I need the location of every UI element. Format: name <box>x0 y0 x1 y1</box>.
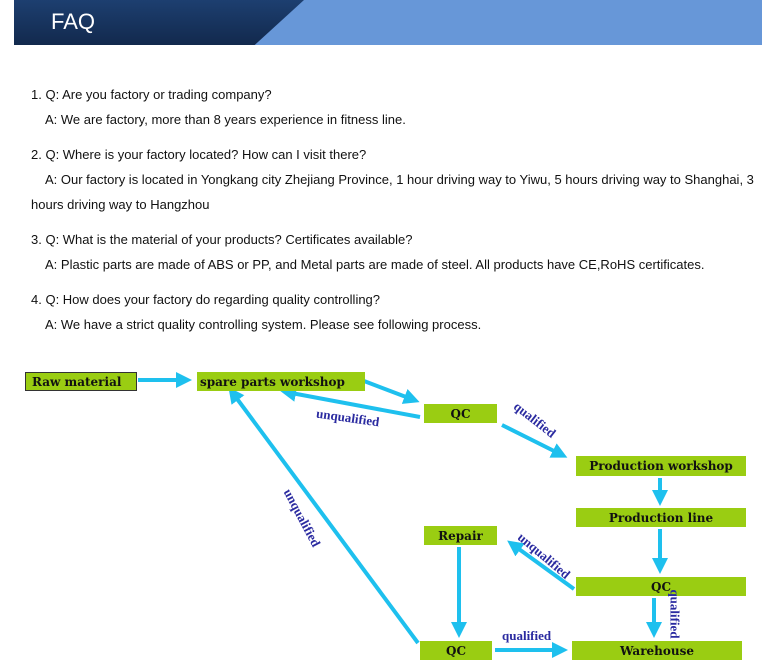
answer: A: Our factory is located in Yongkang ci… <box>31 172 754 212</box>
box-production-workshop: Production workshop <box>576 456 746 476</box>
question: 2. Q: Where is your factory located? How… <box>31 147 367 162</box>
question: 1. Q: Are you factory or trading company… <box>31 87 272 102</box>
arrow <box>507 540 576 591</box>
box-qc-3: QC <box>420 641 492 660</box>
faq-list: 1. Q: Are you factory or trading company… <box>31 82 761 347</box>
arrow <box>280 385 421 419</box>
box-qc-1: QC <box>424 404 497 423</box>
answer: A: Plastic parts are made of ABS or PP, … <box>45 257 705 272</box>
banner-dark-panel <box>14 0 304 45</box>
arrow <box>228 387 420 645</box>
box-raw-material: Raw material <box>25 372 137 391</box>
faq-banner: FAQ <box>14 0 762 45</box>
box-qc-2: QC <box>576 577 746 596</box>
box-production-line: Production line <box>576 508 746 527</box>
question: 3. Q: What is the material of your produ… <box>31 232 413 247</box>
box-spare-parts-workshop: spare parts workshop <box>197 372 365 391</box>
faq-item: 3. Q: What is the material of your produ… <box>31 227 761 277</box>
faq-item: 1. Q: Are you factory or trading company… <box>31 82 761 132</box>
label-qualified: qualified <box>667 589 683 639</box>
faq-item: 4. Q: How does your factory do regarding… <box>31 287 761 337</box>
faq-item: 2. Q: Where is your factory located? How… <box>31 142 761 217</box>
arrow <box>501 423 568 458</box>
question: 4. Q: How does your factory do regarding… <box>31 292 381 307</box>
box-warehouse: Warehouse <box>572 641 742 660</box>
page-title: FAQ <box>51 9 96 34</box>
arrow <box>363 379 420 404</box>
box-repair: Repair <box>424 526 497 545</box>
answer: A: We have a strict quality controlling … <box>45 317 482 332</box>
answer: A: We are factory, more than 8 years exp… <box>45 112 406 127</box>
label-qualified: qualified <box>502 628 552 643</box>
